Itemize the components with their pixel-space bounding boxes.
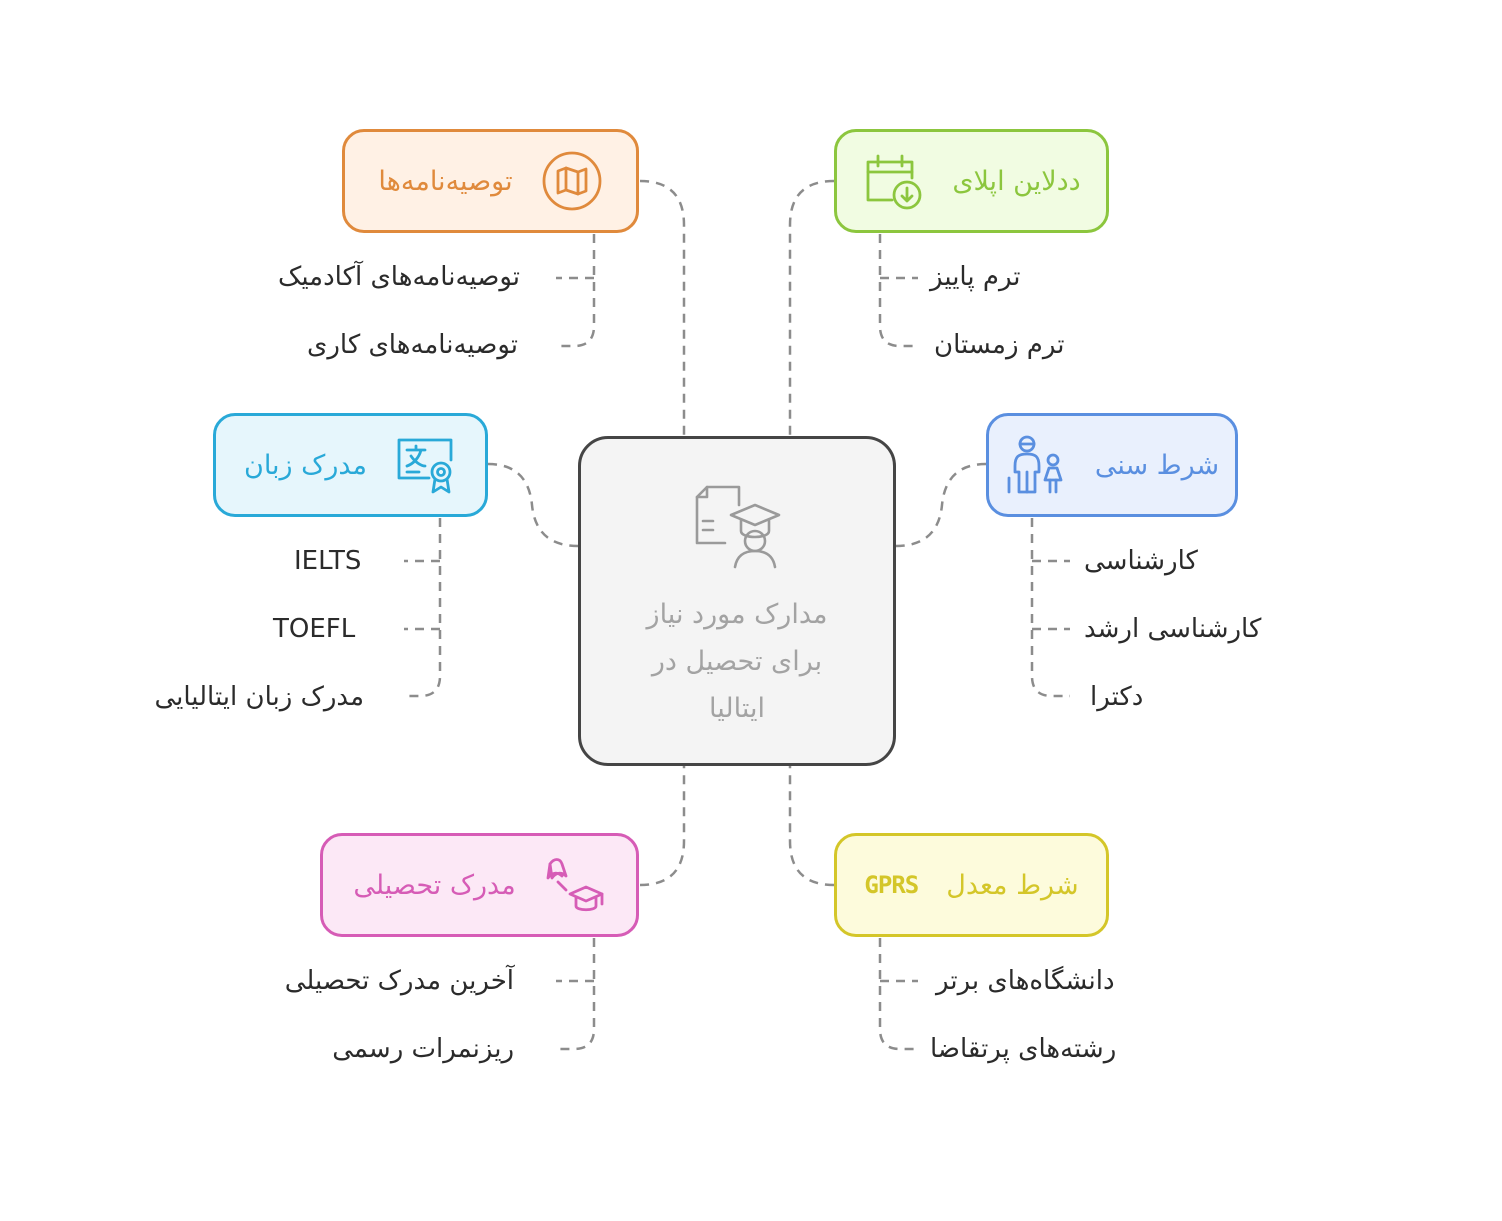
diploma-cap-icon bbox=[544, 854, 606, 916]
document-graduate-icon bbox=[691, 483, 783, 579]
recommendation-item-academic: توصیه‌نامه‌های آکادمیک bbox=[278, 262, 520, 292]
translation-certificate-icon bbox=[395, 434, 457, 496]
age-item-bachelor: کارشناسی bbox=[1084, 546, 1198, 576]
deadline-item-winter: ترم زمستان bbox=[934, 330, 1065, 360]
gpa-item-popular-fields: رشته‌های پرتقاضا bbox=[930, 1034, 1117, 1064]
map-icon bbox=[541, 150, 603, 212]
degree-item-last: آخرین مدرک تحصیلی bbox=[284, 966, 514, 996]
age-item-phd: دکترا bbox=[1090, 682, 1144, 712]
deadline-node: ددلاین اپلای bbox=[834, 129, 1109, 233]
recommendations-node: توصیه‌نامه‌ها bbox=[342, 129, 639, 233]
deadline-item-fall: ترم پاییز bbox=[930, 262, 1021, 292]
degree-node: مدرک تحصیلی bbox=[320, 833, 639, 937]
calendar-download-icon bbox=[862, 150, 924, 212]
deadline-title: ددلاین اپلای bbox=[952, 165, 1081, 197]
gpa-title: شرط معدل bbox=[946, 869, 1079, 901]
degree-title: مدرک تحصیلی bbox=[353, 869, 516, 901]
language-title: مدرک زبان bbox=[243, 449, 368, 481]
age-node: شرط سنی bbox=[986, 413, 1238, 517]
language-node: مدرک زبان bbox=[213, 413, 488, 517]
age-item-master: کارشناسی ارشد bbox=[1084, 614, 1262, 644]
center-title: مدارک مورد نیاز برای تحصیل در ایتالیا bbox=[646, 599, 828, 724]
language-item-ielts: IELTS bbox=[294, 546, 362, 576]
language-item-italian: مدرک زبان ایتالیایی bbox=[154, 682, 364, 712]
gpa-node: GPRS شرط معدل bbox=[834, 833, 1109, 937]
gprs-icon-text: GPRS bbox=[864, 871, 919, 899]
language-item-toefl: TOEFL bbox=[273, 614, 356, 644]
degree-item-transcripts: ریزنمرات رسمی bbox=[332, 1034, 514, 1064]
people-icon bbox=[1005, 434, 1067, 496]
age-title: شرط سنی bbox=[1094, 449, 1220, 481]
gprs-icon: GPRS bbox=[864, 854, 919, 916]
gpa-item-top-universities: دانشگاه‌های برتر bbox=[936, 966, 1115, 996]
recommendations-title: توصیه‌نامه‌ها bbox=[378, 165, 513, 197]
recommendation-item-work: توصیه‌نامه‌های کاری bbox=[306, 330, 518, 360]
center-node: مدارک مورد نیاز برای تحصیل در ایتالیا bbox=[578, 436, 896, 766]
